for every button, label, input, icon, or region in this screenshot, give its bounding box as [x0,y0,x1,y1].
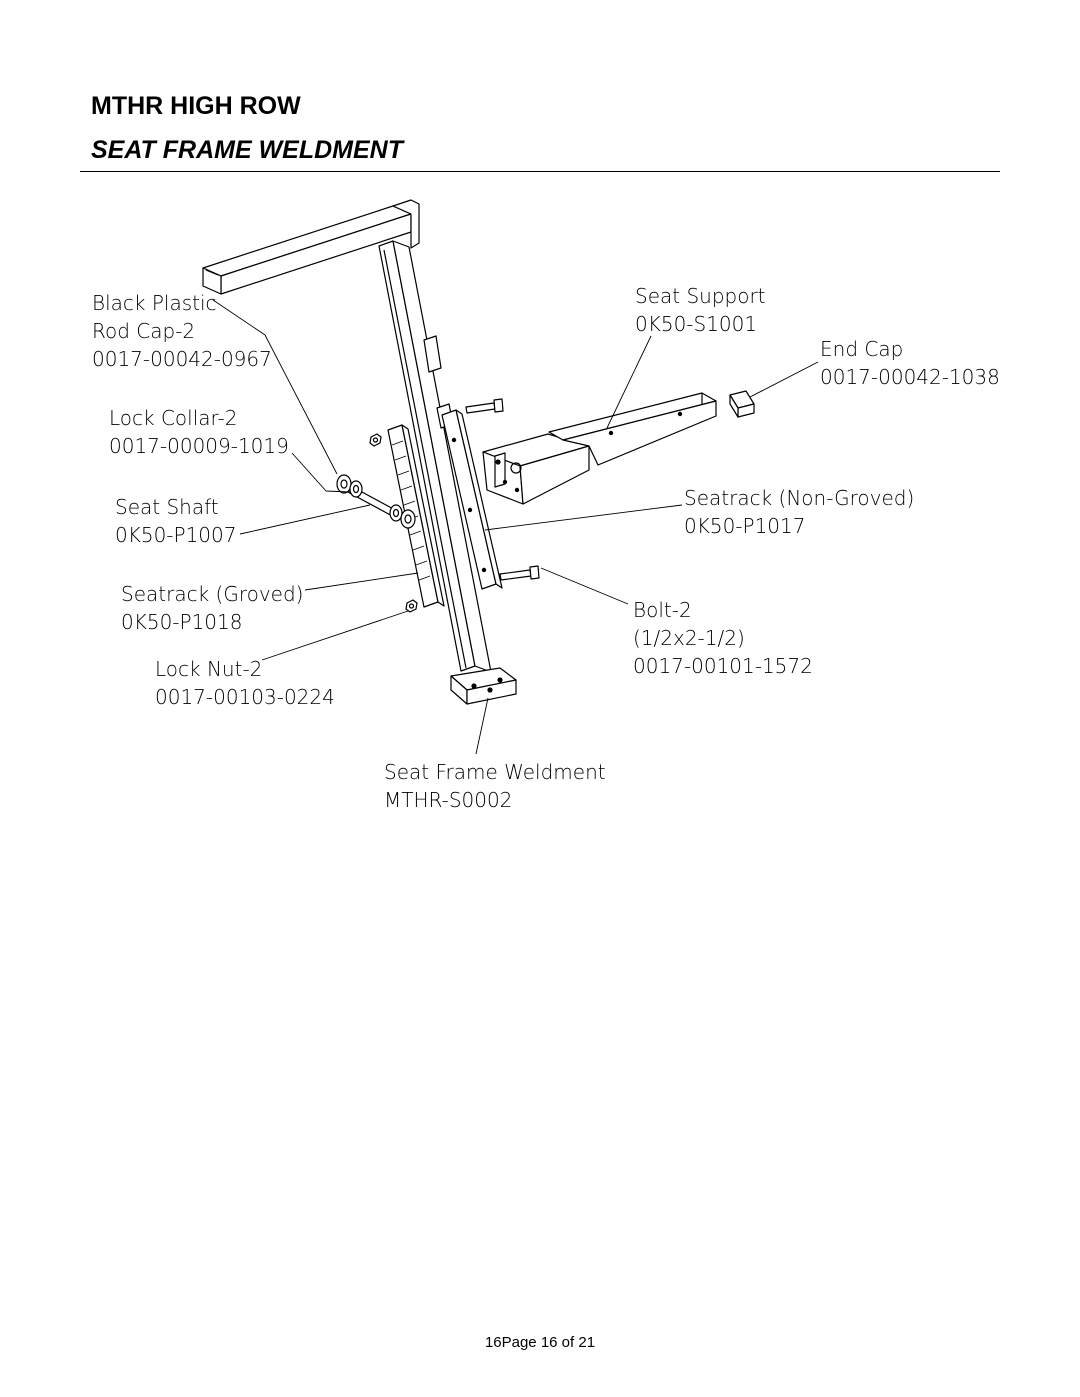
page-footer: 16Page 16 of 21 [484,1334,596,1351]
label-lock-collar: Lock Collar-2 0017-00009-1019 [109,404,289,460]
lock-nut-lower [405,599,418,613]
part-number: 0017-00009-1019 [109,434,289,458]
part-number: 0K50-P1007 [115,523,237,547]
label-line: End Cap [820,337,904,361]
part-number: 0K50-P1017 [684,514,806,538]
label-seatrack-non-groved: Seatrack (Non-Groved) 0K50-P1017 [684,484,914,540]
label-line: Lock Collar-2 [109,406,238,430]
lock-nut-upper [369,433,382,447]
page-subtitle: SEAT FRAME WELDMENT [91,136,404,164]
leader-lines [212,299,819,755]
seat-support [482,392,717,505]
label-seat-support: Seat Support 0K50-S1001 [635,282,766,338]
label-line: Rod Cap-2 [92,319,196,343]
label-line: Seat Shaft [115,495,219,519]
frame-upright [378,240,517,705]
label-line: Seat Frame Weldment [384,760,606,784]
label-seat-shaft: Seat Shaft 0K50-P1007 [115,493,236,549]
part-number: 0017-00042-1038 [820,365,1000,389]
label-bolt: Bolt-2 (1/2x2-1/2) 0017-00101-1572 [633,596,813,680]
seat-shaft-assembly [336,474,416,529]
label-line: Seat Support [635,284,766,308]
label-line: Bolt-2 [633,598,692,622]
label-line: Black Plastic [92,291,217,315]
header-rule [80,171,1000,172]
end-cap [729,390,755,418]
seatrack-non-groved [441,409,503,590]
page-title: MTHR HIGH ROW [91,92,301,120]
label-line: Lock Nut-2 [155,657,263,681]
bolt-upper [465,398,504,414]
label-line: Seatrack (Groved) [121,582,304,606]
label-seatrack-groved: Seatrack (Groved) 0K50-P1018 [121,580,303,636]
label-end-cap: End Cap 0017-00042-1038 [820,335,1000,391]
label-line: Seatrack (Non-Groved) [684,486,915,510]
frame-top-arm [202,199,420,295]
part-number: MTHR-S0002 [384,788,513,812]
part-number: 0K50-S1001 [635,312,758,336]
bolt-lower [499,565,540,581]
part-number: 0017-00042-0967 [92,347,272,371]
label-black-plastic-rod-cap: Black Plastic Rod Cap-2 0017-00042-0967 [92,289,272,373]
label-line: (1/2x2-1/2) [633,626,745,650]
label-lock-nut: Lock Nut-2 0017-00103-0224 [155,655,335,711]
part-number: 0017-00101-1572 [633,654,813,678]
part-number: 0K50-P1018 [121,610,243,634]
part-number: 0017-00103-0224 [155,685,335,709]
label-seat-frame-weldment: Seat Frame Weldment MTHR-S0002 [384,758,606,814]
